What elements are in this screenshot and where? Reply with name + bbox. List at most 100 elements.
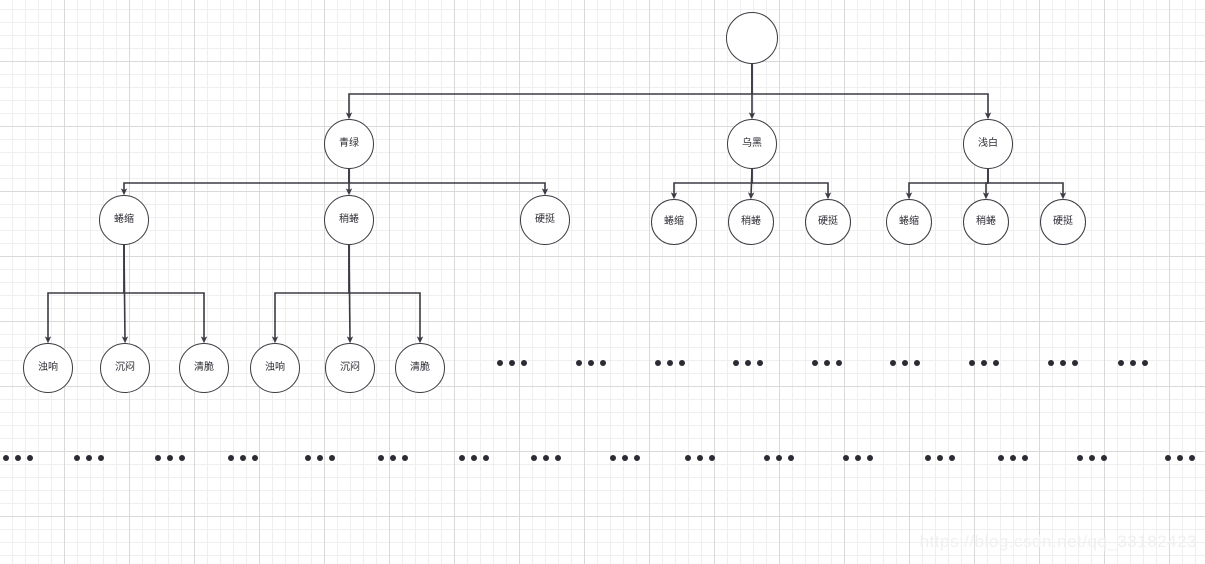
ellipsis-placeholder: [890, 360, 920, 366]
ellipsis-dot: [914, 360, 920, 366]
ellipsis-dot: [745, 360, 751, 366]
ellipsis-dot: [390, 455, 396, 461]
tree-node[interactable]: 硬挺: [805, 199, 851, 245]
tree-node[interactable]: 蜷缩: [99, 195, 149, 245]
tree-node[interactable]: 清脆: [179, 343, 229, 393]
ellipsis-dot: [610, 455, 616, 461]
ellipsis-dot: [867, 455, 873, 461]
ellipsis-placeholder: [497, 360, 527, 366]
ellipsis-dot: [305, 455, 311, 461]
tree-node-label: 清脆: [410, 362, 430, 373]
ellipsis-dot: [998, 455, 1004, 461]
ellipsis-dot: [788, 455, 794, 461]
tree-edge: [346, 244, 354, 344]
ellipsis-dot: [855, 455, 861, 461]
ellipsis-dot: [1130, 360, 1136, 366]
tree-node[interactable]: 沉闷: [325, 343, 375, 393]
tree-node[interactable]: [726, 12, 778, 64]
ellipsis-dot: [86, 455, 92, 461]
tree-node[interactable]: 稍蜷: [324, 195, 374, 245]
ellipsis-dot: [329, 455, 335, 461]
ellipsis-placeholder: [3, 455, 33, 461]
tree-node-label: 稍蜷: [741, 216, 761, 227]
ellipsis-dot: [1177, 455, 1183, 461]
ellipsis-placeholder: [812, 360, 842, 366]
ellipsis-dot: [240, 455, 246, 461]
ellipsis-placeholder: [733, 360, 763, 366]
ellipsis-dot: [709, 455, 715, 461]
tree-edge: [120, 169, 350, 196]
ellipsis-dot: [634, 455, 640, 461]
ellipsis-dot: [812, 360, 818, 366]
tree-node[interactable]: 浅白: [963, 119, 1013, 169]
tree-node[interactable]: 蜷缩: [651, 199, 697, 245]
tree-edge: [987, 169, 1067, 200]
ellipsis-dot: [252, 455, 258, 461]
ellipsis-placeholder: [685, 455, 715, 461]
ellipsis-placeholder: [998, 455, 1028, 461]
ellipsis-dot: [655, 360, 661, 366]
tree-node[interactable]: 浊响: [23, 343, 73, 393]
ellipsis-dot: [15, 455, 21, 461]
ellipsis-dot: [679, 360, 685, 366]
ellipsis-dot: [1189, 455, 1195, 461]
ellipsis-dot: [890, 360, 896, 366]
tree-node[interactable]: 青绿: [324, 119, 374, 169]
ellipsis-dot: [1022, 455, 1028, 461]
ellipsis-dot: [1010, 455, 1016, 461]
tree-node-label: 蜷缩: [114, 214, 134, 225]
ellipsis-dot: [993, 360, 999, 366]
tree-node[interactable]: 稍蜷: [963, 199, 1009, 245]
tree-node-label: 稍蜷: [976, 216, 996, 227]
ellipsis-dot: [555, 455, 561, 461]
ellipsis-dot: [667, 360, 673, 366]
ellipsis-placeholder: [1165, 455, 1195, 461]
tree-node-label: 蜷缩: [664, 216, 684, 227]
ellipsis-placeholder: [764, 455, 794, 461]
tree-node[interactable]: 沉闷: [100, 343, 150, 393]
ellipsis-dot: [1101, 455, 1107, 461]
tree-edge: [44, 245, 125, 344]
ellipsis-dot: [521, 360, 527, 366]
tree-node-label: 乌黑: [742, 138, 762, 149]
ellipsis-placeholder: [655, 360, 685, 366]
ellipsis-dot: [824, 360, 830, 366]
tree-edge: [751, 169, 832, 200]
ellipsis-dot: [937, 455, 943, 461]
tree-node[interactable]: 稍蜷: [728, 199, 774, 245]
ellipsis-dot: [3, 455, 9, 461]
tree-edge: [670, 169, 753, 200]
ellipsis-placeholder: [1077, 455, 1107, 461]
ellipsis-dot: [1048, 360, 1054, 366]
ellipsis-dot: [836, 360, 842, 366]
tree-node-label: 硬挺: [818, 216, 838, 227]
ellipsis-dot: [925, 455, 931, 461]
tree-node[interactable]: 硬挺: [520, 195, 570, 245]
tree-node[interactable]: 硬挺: [1040, 199, 1086, 245]
ellipsis-dot: [949, 455, 955, 461]
ellipsis-dot: [27, 455, 33, 461]
tree-edge: [121, 244, 129, 344]
tree-edge: [747, 168, 755, 200]
tree-node[interactable]: 浊响: [250, 343, 300, 393]
tree-node-label: 浊响: [38, 362, 58, 373]
tree-edge: [751, 64, 992, 120]
ellipsis-dot: [1165, 455, 1171, 461]
ellipsis-dot: [543, 455, 549, 461]
tree-edge: [905, 169, 989, 200]
tree-node[interactable]: 蜷缩: [886, 199, 932, 245]
ellipsis-dot: [459, 455, 465, 461]
tree-edge: [345, 64, 753, 120]
tree-edge: [982, 169, 990, 200]
ellipsis-dot: [902, 360, 908, 366]
ellipsis-dot: [600, 360, 606, 366]
ellipsis-dot: [471, 455, 477, 461]
tree-node[interactable]: 乌黑: [727, 119, 777, 169]
tree-edge: [348, 169, 549, 196]
tree-node[interactable]: 清脆: [395, 343, 445, 393]
ellipsis-placeholder: [378, 455, 408, 461]
watermark: https://blog.csdn.net/qq_33182423: [919, 532, 1197, 551]
ellipsis-dot: [1142, 360, 1148, 366]
